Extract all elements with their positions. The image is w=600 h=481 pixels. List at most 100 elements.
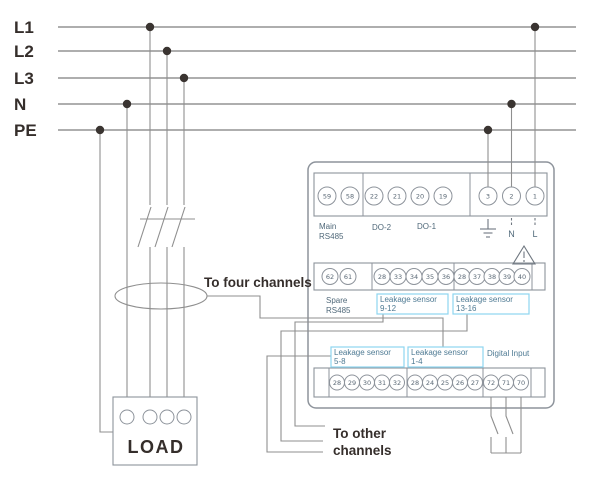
terminal-number: 2 <box>509 192 513 200</box>
leakage-13-16-label-line2: 13-16 <box>456 304 477 313</box>
terminal-number: 29 <box>348 379 356 387</box>
terminal-number: 40 <box>518 273 526 281</box>
terminal-circle <box>389 374 405 391</box>
terminal-number: 58 <box>346 192 354 200</box>
terminal-number: 32 <box>393 379 401 387</box>
bus-label-l2: L2 <box>14 42 34 61</box>
wire-pe-to-load <box>99 130 113 433</box>
ct-coil-ellipse <box>114 282 208 310</box>
l-symbol-label: L <box>532 229 537 239</box>
load-box: LOAD <box>112 396 198 466</box>
main-rs485-label-line1: Main <box>319 222 336 231</box>
terminal-number: 3 <box>486 192 490 200</box>
terminal-number: 35 <box>426 273 434 281</box>
leakage-5-8-box <box>330 346 405 368</box>
switch-72 <box>490 397 499 453</box>
load-label: LOAD <box>128 437 185 457</box>
terminal-circle <box>317 186 337 206</box>
warning-icon <box>512 244 536 265</box>
terminal-number: 61 <box>344 273 352 281</box>
leakage-9-12-box <box>376 293 449 315</box>
terminal-group-leakage-1-4: 28 24 25 26 27 <box>407 374 483 391</box>
junction-dots <box>95 22 540 135</box>
leakage-13-16-label-line1: Leakage sensor <box>456 295 513 304</box>
terminal-group-main-rs485: 59 58 <box>317 186 360 206</box>
wires <box>99 27 536 453</box>
terminal-number: 72 <box>487 379 495 387</box>
terminal-number: 26 <box>456 379 464 387</box>
bus-label-l1: L1 <box>14 18 34 37</box>
digital-input-switches <box>490 397 522 454</box>
terminal-circle <box>339 268 357 285</box>
main-rs485-label-line2: RS485 <box>319 232 344 241</box>
terminal-number: 27 <box>471 379 479 387</box>
terminal-number: 59 <box>323 192 331 200</box>
terminal-number: 37 <box>473 273 481 281</box>
load-terminal <box>176 409 192 425</box>
trace-other-channels-1 <box>294 314 384 427</box>
terminal-number: 28 <box>333 379 341 387</box>
terminal-circle <box>321 268 339 285</box>
terminal-circle <box>387 186 407 206</box>
do1-label: DO-1 <box>417 222 437 231</box>
leakage-9-12-label-line1: Leakage sensor <box>380 295 437 304</box>
neutral-terminal-mark: N <box>508 218 515 239</box>
to-four-channels-label: To four channels <box>204 275 312 290</box>
load-outline <box>112 396 198 466</box>
terminal-number: 33 <box>394 273 402 281</box>
terminal-number: 62 <box>326 273 334 281</box>
terminal-number: 30 <box>363 379 371 387</box>
terminal-circle <box>364 186 384 206</box>
terminal-number: 36 <box>442 273 450 281</box>
device-labels: Main RS485 DO-2 DO-1 Spare RS485 Leakage… <box>319 222 530 368</box>
line-terminal-mark: L <box>532 218 538 239</box>
terminal-number: 28 <box>378 273 386 281</box>
terminal-number: 71 <box>502 379 510 387</box>
terminal-number: 70 <box>517 379 525 387</box>
terminal-group-power: 3 2 1 <box>478 186 545 206</box>
circuit-breaker-symbol <box>137 206 195 248</box>
switch-71 <box>505 397 514 453</box>
terminal-number: 25 <box>441 379 449 387</box>
power-bus-lines: L1 L2 L3 N PE <box>14 18 576 140</box>
leakage-9-12-label-line2: 9-12 <box>380 304 397 313</box>
terminal-number: 34 <box>410 273 418 281</box>
trace-other-channels-2 <box>280 314 468 442</box>
terminal-number: 20 <box>416 192 424 200</box>
leakage-13-16-box <box>452 293 530 315</box>
terminal-circle <box>340 186 360 206</box>
leakage-1-4-label-line1: Leakage sensor <box>411 348 468 357</box>
terminal-number: 21 <box>393 192 401 200</box>
terminal-number: 22 <box>370 192 378 200</box>
terminal-circle <box>513 268 531 285</box>
trace-to-four-channels <box>207 295 444 347</box>
terminal-number: 19 <box>439 192 447 200</box>
terminal-number: 28 <box>411 379 419 387</box>
terminal-group-leakage-9-12: 28 33 34 35 36 <box>373 268 455 285</box>
terminal-number: 1 <box>533 192 537 200</box>
terminal-group-do2: 22 21 <box>364 186 407 206</box>
terminal-circle <box>525 186 545 206</box>
bus-label-n: N <box>14 95 26 114</box>
terminal-circle <box>467 374 483 391</box>
leakage-5-8-label-line1: Leakage sensor <box>334 348 391 357</box>
load-terminal <box>159 409 175 425</box>
to-other-channels-label-line2: channels <box>333 443 392 458</box>
terminal-number: 28 <box>458 273 466 281</box>
bus-label-l3: L3 <box>14 69 34 88</box>
load-terminal <box>119 409 135 425</box>
leakage-1-4-label-line2: 1-4 <box>411 357 423 366</box>
terminal-circle <box>433 186 453 206</box>
trace-other-channels-3 <box>266 355 331 453</box>
digital-input-label: Digital Input <box>487 349 530 358</box>
to-other-channels-label-line1: To other <box>333 426 387 441</box>
leakage-1-4-box <box>407 346 484 368</box>
terminal-circle <box>410 186 430 206</box>
terminal-number: 24 <box>426 379 434 387</box>
n-symbol-label: N <box>508 229 515 239</box>
power-terminal-symbols: N L <box>480 218 538 265</box>
terminal-circle <box>502 186 521 206</box>
terminal-number: 38 <box>488 273 496 281</box>
